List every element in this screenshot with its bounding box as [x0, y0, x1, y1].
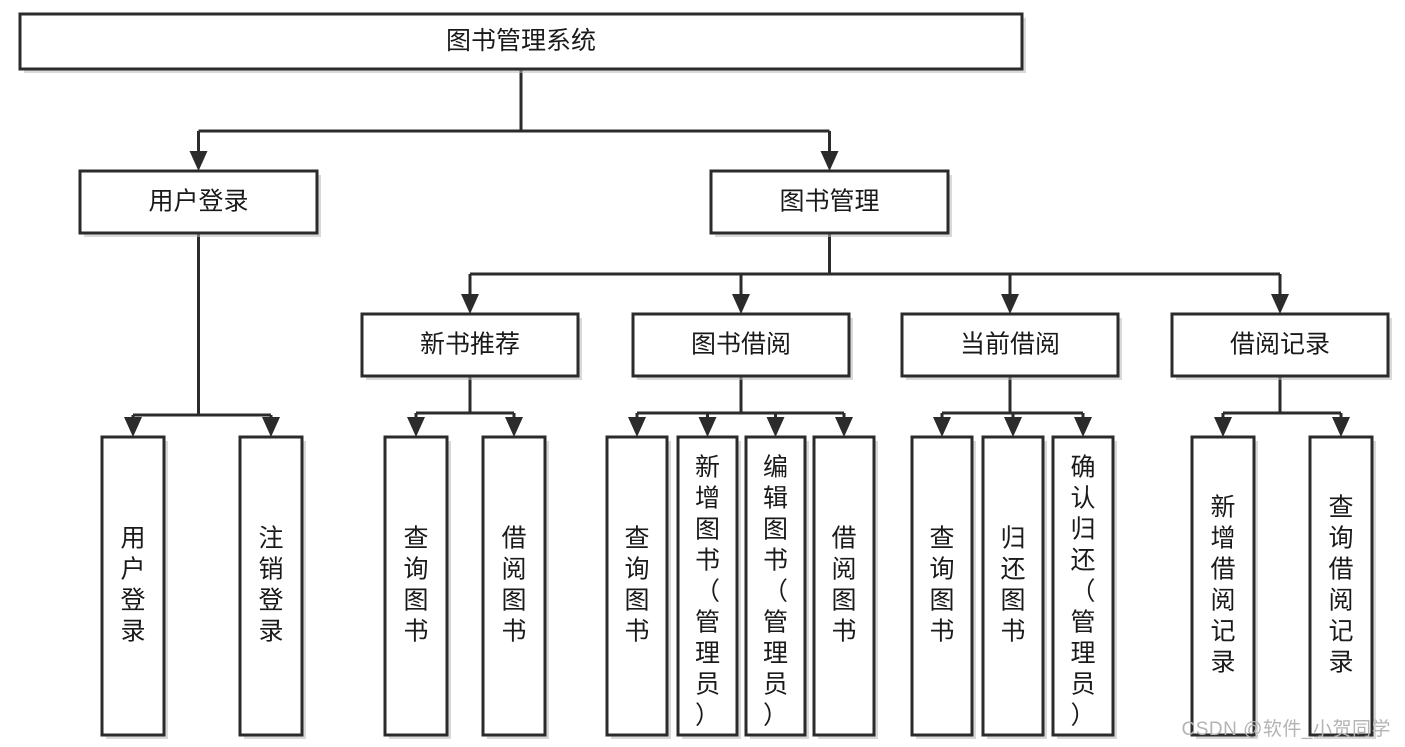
node-rect[interactable] — [383, 435, 449, 737]
node-leaf-query-book-recommend[interactable]: 查询图书 — [383, 435, 451, 739]
node-leaf-return-book[interactable]: 归还图书 — [981, 435, 1047, 739]
node-label: 查询图书 — [403, 524, 428, 645]
node-rect[interactable] — [676, 435, 739, 737]
node-label: 新书推荐 — [420, 331, 520, 359]
connector-group-borrow-record — [1214, 376, 1350, 437]
node-rect[interactable] — [1308, 435, 1374, 737]
arrow-head-icon — [1271, 294, 1289, 314]
arrow-head-icon — [1074, 417, 1092, 437]
node-rect[interactable] — [709, 169, 950, 235]
arrow-head-icon — [1332, 417, 1350, 437]
node-leaf-query-book-current[interactable]: 查询图书 — [910, 435, 976, 739]
node-label: 新增借阅记录 — [1210, 493, 1235, 676]
node-borrow-record[interactable]: 借阅记录 — [1170, 312, 1392, 380]
node-label: 归还图书 — [1000, 524, 1025, 645]
node-rect[interactable] — [18, 12, 1024, 71]
node-rect[interactable] — [100, 435, 166, 737]
node-leaf-query-borrow-record[interactable]: 查询借阅记录 — [1308, 435, 1376, 739]
connector-group-user-login — [124, 233, 280, 437]
connector-group-book-borrow — [628, 376, 853, 437]
arrow-head-icon — [505, 417, 523, 437]
node-rect[interactable] — [78, 169, 319, 235]
node-leaf-borrow-book[interactable]: 借阅图书 — [812, 435, 878, 739]
node-leaf-edit-book[interactable]: 编辑图书（管理员） — [744, 435, 809, 739]
node-leaf-add-borrow-record[interactable]: 新增借阅记录 — [1190, 435, 1258, 739]
node-label: 借阅图书 — [831, 524, 856, 645]
node-rect[interactable] — [481, 435, 547, 737]
node-rect[interactable] — [744, 435, 807, 737]
node-rect[interactable] — [1170, 312, 1390, 378]
node-label: 编辑图书（管理员） — [763, 453, 788, 729]
node-rect[interactable] — [631, 312, 851, 378]
node-label: 图书管理 — [779, 188, 879, 216]
connector-group-new-book-recommend — [407, 376, 523, 437]
node-leaf-query-book-borrow[interactable]: 查询图书 — [605, 435, 671, 739]
node-label: 图书借阅 — [691, 331, 791, 359]
node-label: 新增图书（管理员） — [695, 453, 720, 729]
node-current-borrow[interactable]: 当前借阅 — [900, 312, 1122, 380]
node-label: 确认归还（管理员） — [1070, 453, 1095, 729]
connector-layer — [124, 69, 1350, 437]
node-rect[interactable] — [360, 312, 580, 378]
node-label: 用户登录 — [120, 524, 145, 645]
node-label: 注销登录 — [258, 524, 283, 645]
node-leaf-user-login[interactable]: 用户登录 — [100, 435, 168, 739]
node-label: 查询图书 — [624, 524, 649, 645]
node-root[interactable]: 图书管理系统 — [18, 12, 1026, 73]
node-rect[interactable] — [900, 312, 1120, 378]
connector-group-current-borrow — [933, 376, 1092, 437]
node-rect[interactable] — [910, 435, 974, 737]
node-book-borrow[interactable]: 图书借阅 — [631, 312, 853, 380]
arrow-head-icon — [124, 417, 142, 437]
arrow-head-icon — [461, 294, 479, 314]
node-rect[interactable] — [605, 435, 669, 737]
node-label: 图书管理系统 — [446, 27, 596, 55]
connector-group-root — [189, 69, 839, 171]
arrow-head-icon — [766, 417, 785, 437]
arrow-head-icon — [1001, 294, 1019, 314]
arrow-head-icon — [262, 417, 280, 437]
node-leaf-logout[interactable]: 注销登录 — [238, 435, 306, 739]
arrow-head-icon — [1004, 417, 1022, 437]
node-user-login[interactable]: 用户登录 — [78, 169, 321, 237]
node-rect[interactable] — [238, 435, 304, 737]
arrow-head-icon — [732, 294, 750, 314]
arrow-head-icon — [407, 417, 425, 437]
node-rect[interactable] — [1190, 435, 1256, 737]
arrow-head-icon — [1214, 417, 1232, 437]
node-layer: 图书管理系统用户登录图书管理新书推荐图书借阅当前借阅借阅记录用户登录注销登录查询… — [18, 12, 1392, 739]
node-book-manage[interactable]: 图书管理 — [709, 169, 952, 237]
node-label: 借阅图书 — [501, 524, 526, 645]
node-leaf-borrow-book-recommend[interactable]: 借阅图书 — [481, 435, 549, 739]
arrow-head-icon — [820, 151, 839, 171]
node-rect[interactable] — [981, 435, 1045, 737]
node-label: 查询借阅记录 — [1328, 493, 1353, 676]
node-label: 借阅记录 — [1230, 331, 1330, 359]
node-label: 查询图书 — [929, 524, 954, 645]
node-label: 当前借阅 — [960, 331, 1060, 359]
node-new-book-recommend[interactable]: 新书推荐 — [360, 312, 582, 380]
connector-group-book-manage — [461, 233, 1289, 314]
arrow-head-icon — [835, 417, 853, 437]
arrow-head-icon — [933, 417, 951, 437]
arrow-head-icon — [189, 151, 208, 171]
node-rect[interactable] — [812, 435, 876, 737]
arrow-head-icon — [698, 417, 717, 437]
node-rect[interactable] — [1051, 435, 1115, 737]
node-leaf-add-book[interactable]: 新增图书（管理员） — [676, 435, 741, 739]
node-label: 用户登录 — [148, 188, 248, 216]
arrow-head-icon — [628, 417, 646, 437]
node-leaf-confirm-return[interactable]: 确认归还（管理员） — [1051, 435, 1117, 739]
